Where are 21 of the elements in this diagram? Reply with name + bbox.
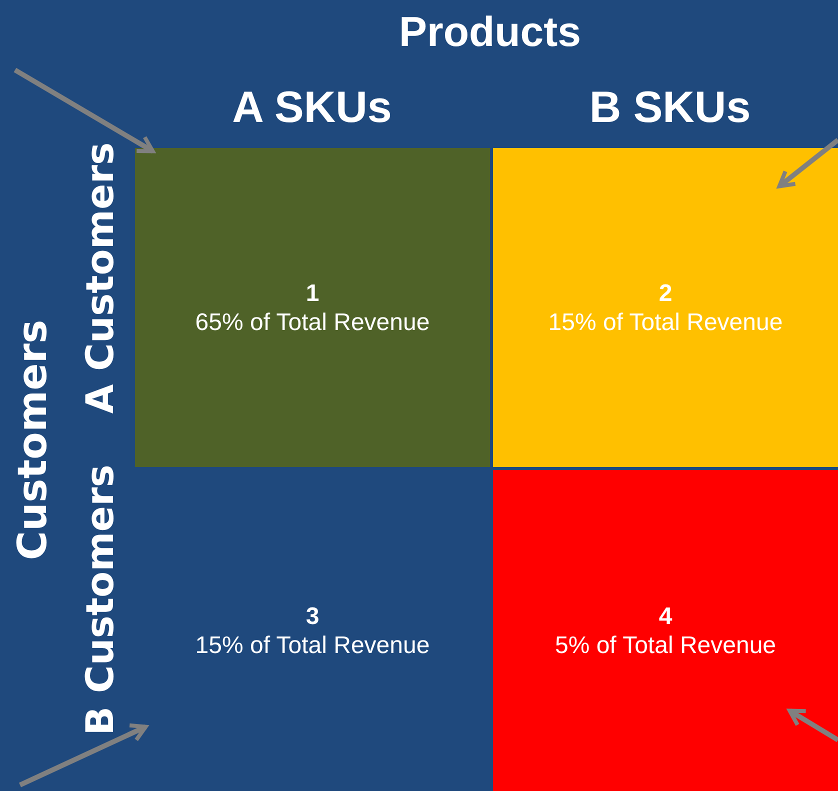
arrow bbox=[777, 138, 838, 188]
quadrant-number: 2 bbox=[658, 278, 672, 308]
matrix-quadrant bbox=[135, 148, 490, 467]
revenue-share-text: 65% of Total Revenue bbox=[195, 308, 430, 336]
arrow bbox=[18, 723, 148, 788]
quadrant-number: 1 bbox=[306, 278, 320, 308]
column-header: A SKUs bbox=[232, 86, 392, 130]
matrix-quadrant bbox=[493, 148, 838, 467]
revenue-share-text: 5% of Total Revenue bbox=[554, 632, 776, 660]
row-header: A Customers bbox=[81, 142, 119, 414]
revenue-share-text: 15% of Total Revenue bbox=[195, 632, 430, 660]
axis-title: Products bbox=[398, 11, 582, 53]
revenue-share-text: 15% of Total Revenue bbox=[548, 308, 783, 336]
quadrant-number: 3 bbox=[306, 602, 320, 632]
row-header: B Customers bbox=[81, 464, 119, 736]
arrow bbox=[788, 708, 838, 742]
matrix-quadrant bbox=[493, 470, 838, 791]
arrow bbox=[14, 68, 155, 154]
column-header: B SKUs bbox=[589, 86, 751, 130]
axis-title: Customers bbox=[13, 320, 53, 560]
quadrant-number: 4 bbox=[658, 602, 672, 632]
